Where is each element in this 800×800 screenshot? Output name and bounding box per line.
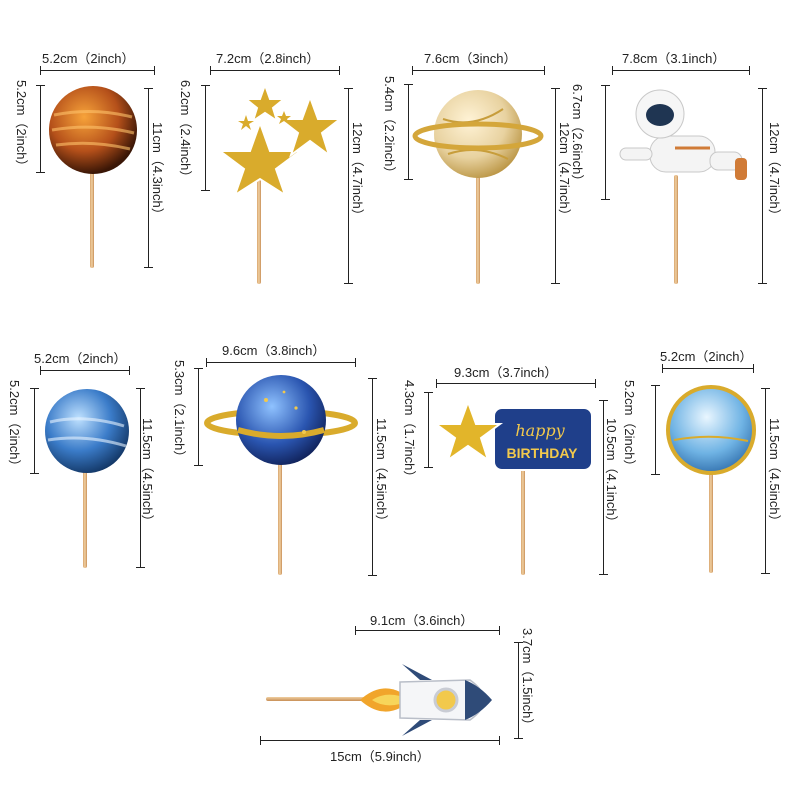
width-label: 7.8cm（3.1inch）	[622, 51, 726, 66]
width-label: 9.1cm（3.6inch）	[370, 613, 474, 628]
width-dimension-line	[436, 379, 596, 388]
width-dimension-line	[210, 66, 340, 75]
width-dimension-line	[40, 366, 130, 375]
height-dimension-line	[36, 85, 45, 173]
total-height-label: 11.5cm（4.5inch）	[767, 418, 782, 528]
width-label: 5.2cm（2inch）	[42, 51, 135, 66]
total-height-label: 12cm（4.7inch）	[350, 122, 365, 222]
toothpick	[278, 460, 282, 575]
width-dimension-line	[40, 66, 155, 75]
width-label: 7.2cm（2.8inch）	[216, 51, 320, 66]
height-label: 4.3cm（1.7inch）	[402, 380, 417, 484]
blue-planet-icon	[45, 389, 129, 473]
width-label: 7.6cm（3inch）	[424, 51, 517, 66]
toothpick	[674, 175, 678, 284]
height-dimension-line	[201, 85, 210, 191]
total-height-dimension-line	[761, 388, 770, 574]
width-label: 5.2cm（2inch）	[34, 351, 127, 366]
height-label: 6.7cm（2.6inch）	[570, 84, 585, 188]
height-dimension-line	[424, 392, 433, 468]
total-length-label: 15cm（5.9inch）	[330, 749, 430, 764]
height-label: 5.4cm（2.2inch）	[382, 76, 397, 180]
width-label: 5.2cm（2inch）	[660, 349, 753, 364]
gold-ringed-planet-icon	[412, 90, 544, 178]
width-dimension-line	[355, 626, 500, 635]
gold-stars-icon	[217, 82, 343, 198]
total-height-dimension-line	[551, 88, 560, 284]
total-height-label: 11.5cm（4.5inch）	[374, 418, 389, 528]
happy-text: happy	[515, 421, 565, 440]
total-height-label: 11cm（4.3inch）	[150, 122, 165, 221]
height-label: 5.2cm（2inch）	[622, 380, 637, 473]
total-length-dimension-line	[260, 736, 500, 745]
gold-rim-blue-planet-icon	[666, 385, 756, 475]
total-height-dimension-line	[599, 400, 608, 575]
blue-ringed-planet-icon	[204, 375, 358, 465]
total-height-label: 10.5cm（4.1inch）	[604, 418, 619, 529]
height-dimension-line	[601, 85, 610, 200]
total-height-label: 11.5cm（4.5inch）	[140, 418, 155, 528]
toothpick	[476, 170, 480, 284]
birthday-text: BIRTHDAY	[506, 445, 578, 461]
total-height-label: 12cm（4.7inch）	[767, 122, 782, 222]
total-height-dimension-line	[368, 378, 377, 576]
height-label: 5.2cm（2inch）	[14, 80, 29, 173]
height-label: 3.7cm（1.5inch）	[520, 628, 535, 732]
toothpick	[709, 465, 713, 573]
width-label: 9.3cm（3.7inch）	[454, 365, 558, 380]
total-height-dimension-line	[758, 88, 767, 284]
rocket-icon	[360, 664, 492, 736]
height-label: 6.2cm（2.4inch）	[178, 80, 193, 184]
happy-birthday-star-icon: happy BIRTHDAY	[432, 399, 593, 471]
astronaut-icon	[619, 89, 747, 184]
width-label: 9.6cm（3.8inch）	[222, 343, 326, 358]
height-dimension-line	[514, 642, 523, 739]
height-dimension-line	[30, 388, 39, 474]
total-height-dimension-line	[344, 88, 353, 284]
toothpick	[521, 462, 525, 575]
width-dimension-line	[612, 66, 750, 75]
height-dimension-line	[651, 385, 660, 475]
total-height-dimension-line	[144, 88, 153, 268]
width-dimension-line	[412, 66, 545, 75]
toothpick	[83, 465, 87, 568]
width-dimension-line	[662, 364, 754, 373]
toothpick	[257, 170, 261, 284]
height-dimension-line	[194, 368, 203, 466]
height-label: 5.2cm（2inch）	[7, 380, 22, 473]
width-dimension-line	[206, 358, 356, 367]
height-label: 5.3cm（2.1inch）	[172, 360, 187, 464]
orange-planet-icon	[49, 86, 137, 174]
height-dimension-line	[404, 84, 413, 180]
toothpick	[90, 160, 94, 268]
toothpick	[266, 697, 376, 701]
total-height-dimension-line	[136, 388, 145, 568]
